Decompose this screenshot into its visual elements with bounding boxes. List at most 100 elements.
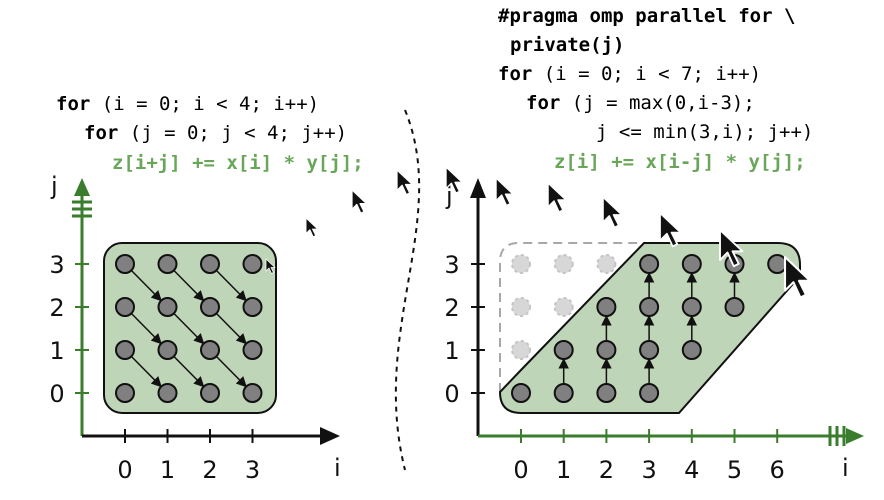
right-x-tick-label: 0 [513, 456, 528, 484]
left-y-axis-arrow [74, 178, 90, 196]
iteration-node [724, 297, 745, 317]
iteration-node [157, 254, 178, 274]
left-code-line-2: for (j = 0; j < 4; j++) [84, 122, 347, 144]
cursor-icon [783, 255, 812, 299]
right-x-tick-label: 3 [641, 456, 656, 484]
iteration-node [157, 383, 178, 403]
iteration-node [596, 297, 617, 317]
right-y-axis-arrow [470, 178, 486, 198]
left-x-tick-label: 0 [117, 456, 132, 484]
left-code-line-1: for (i = 0; i < 4; i++) [56, 93, 319, 115]
cursor-icon [602, 196, 623, 229]
cursor-icon [351, 189, 368, 214]
cursor-icon [396, 169, 413, 196]
iteration-node [242, 383, 263, 403]
right-x-axis-arrow [846, 428, 864, 444]
dependence-arrow [215, 269, 247, 302]
left-y-tick-label: 0 [49, 380, 64, 408]
right-y-tick-label: 0 [444, 380, 459, 408]
left-nodes [115, 254, 263, 403]
left-x-tick-label: 3 [245, 456, 260, 484]
right-y-axis-label: j [445, 182, 453, 210]
iteration-node [596, 383, 617, 403]
ghost-node [553, 254, 574, 274]
cursor-trail [265, 166, 812, 299]
dependence-arrow [130, 312, 162, 345]
iteration-node [115, 340, 135, 360]
iteration-node [157, 340, 178, 360]
iteration-node [200, 254, 220, 274]
ghost-node [511, 254, 531, 274]
right-x-tick-label: 6 [770, 456, 785, 484]
iteration-node [115, 297, 135, 317]
dependence-arrow [173, 269, 205, 302]
right-dependence-arrows [558, 271, 740, 384]
iteration-node [200, 340, 220, 360]
left-y-tick-label: 1 [49, 337, 64, 365]
pragma-line-2: private(j) [510, 34, 624, 56]
iteration-node [242, 297, 263, 317]
dependence-arrow [173, 312, 205, 345]
iteration-node [511, 383, 531, 403]
right-y-tick-label: 2 [444, 294, 459, 322]
cursor-icon [719, 229, 744, 268]
iteration-node [681, 340, 702, 360]
left-x-tick-label: 2 [202, 456, 217, 484]
left-x-axis-arrow [320, 427, 340, 445]
pragma-line-1: #pragma omp parallel for \ [498, 5, 795, 27]
right-y-tick-label: 1 [444, 337, 459, 365]
right-nodes [511, 254, 788, 403]
panel-divider [394, 109, 421, 471]
iteration-node [767, 254, 788, 274]
iteration-node [553, 340, 574, 360]
right-ghost-nodes [511, 254, 617, 360]
ghost-node [511, 297, 531, 317]
ghost-node [553, 297, 574, 317]
dependence-arrow [130, 355, 162, 388]
right-statement: z[i] += x[i-j] * y[j]; [554, 151, 806, 173]
iteration-node [596, 340, 617, 360]
cursor-icon [659, 212, 682, 248]
iteration-node [639, 297, 660, 317]
ghost-node [596, 254, 617, 274]
cursor-icon [305, 217, 319, 238]
cursor-icon [445, 166, 463, 194]
right-code-block: #pragma omp parallel for \ private(j) fo… [498, 5, 813, 173]
dependence-arrow [215, 355, 247, 388]
left-dependence-arrows [130, 269, 247, 388]
iteration-node [115, 254, 135, 274]
dependence-arrow [173, 355, 205, 388]
cursor-icon [265, 258, 276, 274]
dependence-arrow [130, 269, 162, 302]
right-x-tick-label: 4 [684, 456, 699, 484]
cursor-icon [547, 182, 567, 213]
left-x-tick-label: 1 [160, 456, 175, 484]
iteration-node [639, 254, 660, 274]
right-code-line-1: for (i = 0; i < 7; i++) [498, 63, 761, 85]
right-x-tick-label: 2 [599, 456, 614, 484]
right-code-line-3: j <= min(3,i); j++) [596, 121, 813, 143]
left-code-block: for (i = 0; i < 4; i++) for (j = 0; j < … [56, 93, 364, 174]
iteration-node [639, 340, 660, 360]
iteration-node [681, 254, 702, 274]
iteration-node [681, 297, 702, 317]
iteration-node [242, 340, 263, 360]
cursor-icon [495, 177, 514, 207]
right-code-line-2: for (j = max(0,i-3); [526, 92, 755, 114]
iteration-node [639, 383, 660, 403]
right-y-tick-label: 3 [444, 251, 459, 279]
left-y-tick-label: 2 [49, 294, 64, 322]
iteration-node [157, 297, 178, 317]
right-x-tick-label: 5 [727, 456, 742, 484]
iteration-node [553, 383, 574, 403]
dependence-arrow [215, 312, 247, 345]
iteration-node [200, 383, 220, 403]
left-x-axis-label: i [334, 454, 341, 482]
right-x-tick-label: 1 [556, 456, 571, 484]
iteration-node [200, 297, 220, 317]
iteration-node [115, 383, 135, 403]
